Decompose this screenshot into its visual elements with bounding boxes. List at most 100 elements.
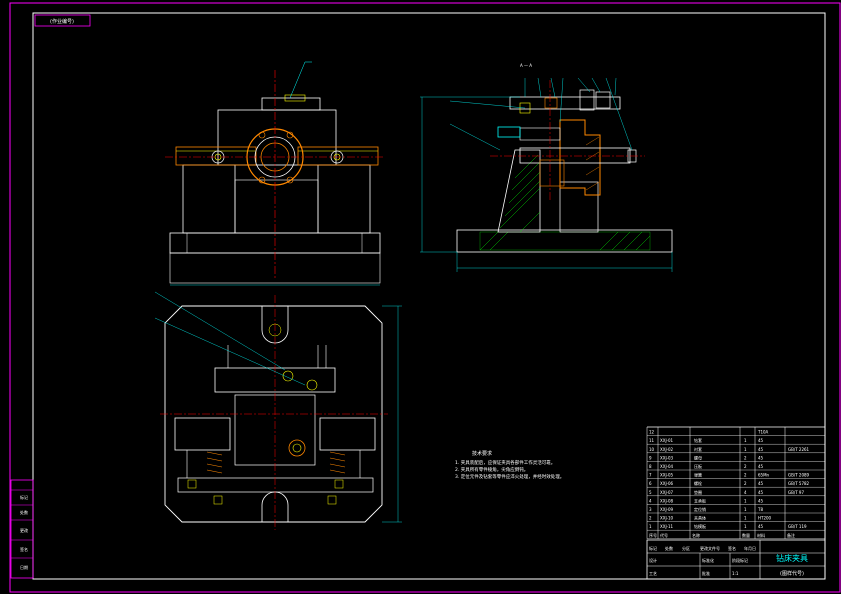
bom-header-cell: 代号 <box>660 532 668 538</box>
title-row-label: 1:1 <box>732 571 739 576</box>
bom-cell-qty: 2 <box>744 473 747 478</box>
technical-notes: 技术要求 1. 夹具装配后，应保证夹具各部件工作灵活可靠。 2. 夹具所有零件棱… <box>455 450 564 480</box>
bom-header-cell: 数量 <box>742 532 750 538</box>
bom-cell-code: XXJ-08 <box>660 498 674 503</box>
notes-line: 2. 夹具所有零件棱角，尖角应倒钝。 <box>455 466 528 473</box>
bom-cell-qty: 2 <box>744 464 747 469</box>
header-tag: (作业编号) <box>34 14 91 27</box>
bom-cell-index: 2 <box>649 516 652 521</box>
bom-cell-qty: 1 <box>744 438 747 443</box>
bom-cell-index: 9 <box>649 455 652 460</box>
bom-cell-note: GB/T 2261 <box>788 447 810 452</box>
title-row-label: 标记 <box>649 545 657 551</box>
bom-cell-code: XXJ-05 <box>660 473 674 478</box>
bom-cell-qty: 1 <box>744 516 747 521</box>
bom-cell-code: XXJ-09 <box>660 507 674 512</box>
title-row-label: 年月日 <box>744 545 756 551</box>
bom-cell-qty: 1 <box>744 498 747 503</box>
bom-cell-index: 10 <box>649 447 655 452</box>
bom-header-cell: 序号 <box>649 532 657 538</box>
bom-cell-note: GB/T 97 <box>788 490 804 495</box>
bom-header-cell: 备注 <box>787 532 795 538</box>
title-row-label: 阶段标记 <box>732 557 748 563</box>
bom-cell-code: XXJ-03 <box>660 455 674 460</box>
side-label: 更改 <box>20 527 28 533</box>
bom-cell-material: 45 <box>758 498 764 503</box>
notes-line: 1. 夹具装配后，应保证夹具各部件工作灵活可靠。 <box>455 459 555 466</box>
bom-cell-name: 弹簧 <box>694 472 702 478</box>
title-row-label: 工艺 <box>649 571 657 576</box>
bom-cell-name: 夹具体 <box>694 515 706 521</box>
bom-cell-material: 45 <box>758 455 764 460</box>
side-label: 签名 <box>20 546 28 552</box>
bom-cell-code: XXJ-06 <box>660 481 674 486</box>
bom-cell-name: 定位销 <box>694 506 706 512</box>
side-label-column: 标记 处数 更改 签名 日期 <box>10 479 34 579</box>
bom-cell-index: 6 <box>649 481 652 486</box>
section-label: A — A <box>520 63 532 68</box>
bom-cell-material: 45 <box>758 464 764 469</box>
bom-cell-name: 压板 <box>694 463 702 469</box>
bom-cell-material: 65Mn <box>758 473 770 478</box>
notes-title: 技术要求 <box>472 450 492 457</box>
bom-header-cell: 名称 <box>692 532 700 538</box>
bom-cell-code: XXJ-11 <box>660 524 674 529</box>
bom-cell-code: XXJ-10 <box>660 516 674 521</box>
bom-cell-material: 45 <box>758 481 764 486</box>
bom-cell-index: 3 <box>649 507 652 512</box>
bom-cell-index: 12 <box>649 430 655 435</box>
bom-cell-qty: 1 <box>744 524 747 529</box>
bom-cell-code: XXJ-07 <box>660 490 674 495</box>
bom-cell-material: T8 <box>757 507 763 512</box>
side-label: 日期 <box>20 564 28 570</box>
title-row-label: 签名 <box>728 545 736 551</box>
title-row-label: 处数 <box>665 545 673 551</box>
bom-cell-code: XXJ-01 <box>660 438 674 443</box>
bom-cell-name: 钻模板 <box>694 523 706 529</box>
title-row-label: 设计 <box>649 557 657 563</box>
bom-cell-material: 45 <box>758 447 764 452</box>
title-row-label: 标准化 <box>702 557 714 563</box>
bom-cell-name: 螺母 <box>694 454 702 460</box>
bom-cell-note: GB/T 2089 <box>788 473 810 478</box>
bom-cell-material: HT200 <box>758 516 772 521</box>
bom-cell-qty: 2 <box>744 481 747 486</box>
bom-cell-qty: 1 <box>744 507 747 512</box>
bom-cell-code: XXJ-02 <box>660 447 674 452</box>
bom-cell-qty: 2 <box>744 455 747 460</box>
bom-cell-index: 11 <box>649 438 655 443</box>
bom-cell-note: GB/T 5782 <box>788 481 810 486</box>
bom-cell-index: 8 <box>649 464 652 469</box>
bom-cell-index: 1 <box>649 524 652 529</box>
bom-cell-material: 45 <box>758 438 764 443</box>
side-label: 标记 <box>20 494 28 500</box>
bom-header-cell: 材料 <box>757 532 765 538</box>
bom-cell-index: 4 <box>649 498 652 503</box>
bom-cell-material: 45 <box>758 524 764 529</box>
bom-cell-name: 钻套 <box>694 437 702 443</box>
bom-cell-name: 衬套 <box>694 446 702 452</box>
sheet-subtitle: (图样代号) <box>780 570 804 577</box>
bom-cell-qty: 1 <box>744 447 747 452</box>
title-row-label: 批准 <box>702 570 710 576</box>
title-row-label: 更改文件号 <box>700 545 720 551</box>
title-row-label: 分区 <box>682 545 690 551</box>
notes-line: 3. 定位元件及钻套等零件应淬火处理，并经时效处理。 <box>455 473 564 480</box>
bom-cell-qty: 4 <box>744 490 747 495</box>
bom-cell-index: 7 <box>649 473 652 478</box>
side-label: 处数 <box>20 509 28 515</box>
front-view <box>165 61 385 286</box>
bom-cell-code: XXJ-04 <box>660 464 674 469</box>
header-tag-text: (作业编号) <box>50 18 74 25</box>
section-view: A — A <box>420 63 673 272</box>
bom-cell-name: 支承板 <box>694 497 706 503</box>
bom-cell-note: GB/T 119 <box>788 524 807 529</box>
outer-frame <box>9 2 841 593</box>
bom-cell-material: 45 <box>758 490 764 495</box>
sheet-title: 钻床夹具 <box>776 553 808 563</box>
bom-cell-material: T10A <box>757 430 769 435</box>
title-block: 标记 处数 分区 更改文件号 签名 年月日 设计 标准化 阶段标记 工艺 批准 … <box>646 539 826 580</box>
inner-frame <box>32 12 826 580</box>
bom-cell-index: 5 <box>649 490 652 495</box>
